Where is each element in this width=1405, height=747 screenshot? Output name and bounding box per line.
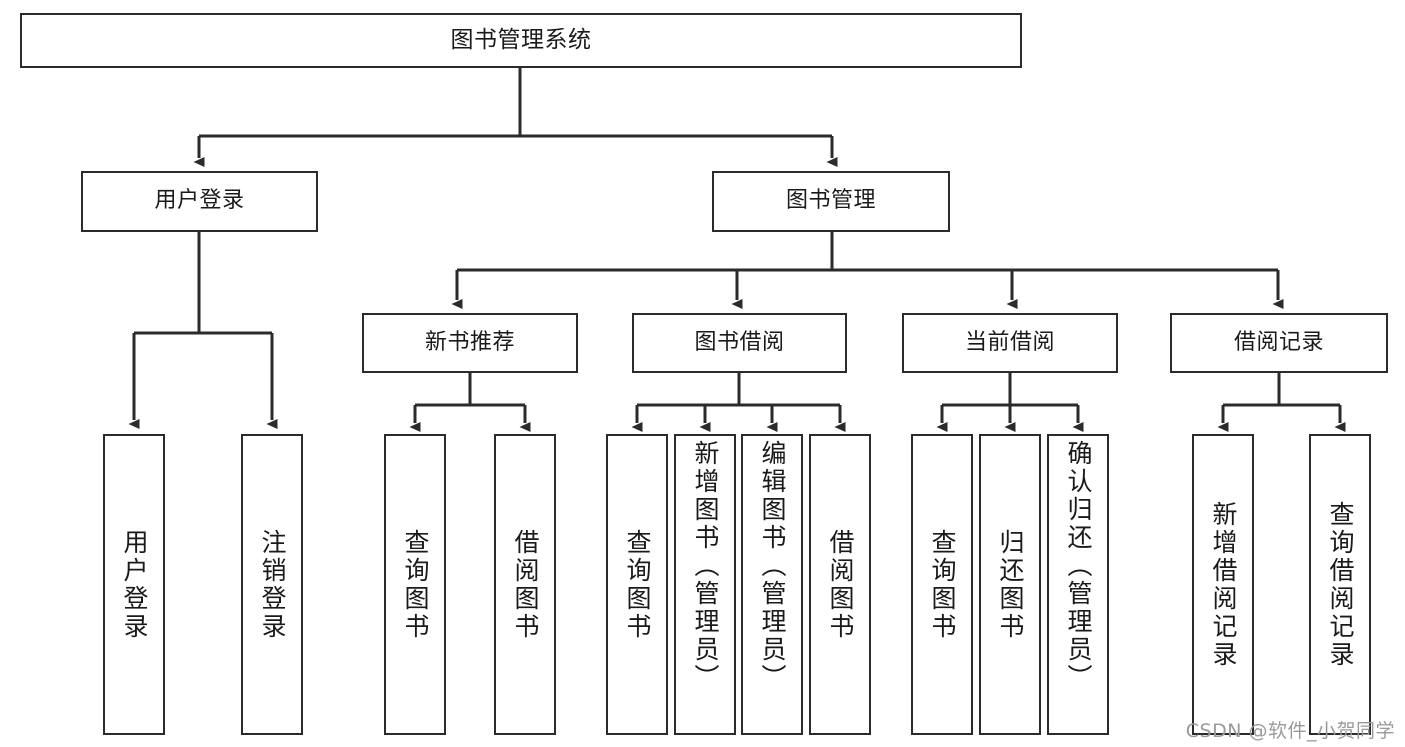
node-label: 查询借阅记录 <box>1326 500 1355 669</box>
node-new-book-recommend[interactable]: 新书推荐 <box>362 313 578 373</box>
node-label: 图书管理 <box>785 188 876 214</box>
node-label: 借阅图书 <box>826 528 855 641</box>
node-book-management[interactable]: 图书管理 <box>712 171 950 232</box>
leaf-confirm-return-admin[interactable]: 确认归还（管理员） <box>1047 434 1109 735</box>
node-label: 借阅记录 <box>1233 329 1324 355</box>
leaf-edit-book-admin[interactable]: 编辑图书（管理员） <box>741 434 803 735</box>
node-label: 新增图书（管理员） <box>691 440 720 692</box>
node-label: 查询图书 <box>401 528 430 641</box>
watermark-text: CSDN @软件_小贺同学 <box>1185 720 1395 742</box>
node-label: 新书推荐 <box>424 329 515 355</box>
leaf-borrow-book[interactable]: 借阅图书 <box>809 434 871 735</box>
node-root-system[interactable]: 图书管理系统 <box>20 13 1022 68</box>
leaf-add-book-admin[interactable]: 新增图书（管理员） <box>674 434 736 735</box>
leaf-query-book-recommend[interactable]: 查询图书 <box>384 434 446 735</box>
node-label: 确认归还（管理员） <box>1064 440 1093 692</box>
node-book-borrow[interactable]: 图书借阅 <box>632 313 847 373</box>
node-current-borrow[interactable]: 当前借阅 <box>902 313 1118 373</box>
leaf-query-book-current[interactable]: 查询图书 <box>911 434 973 735</box>
node-user-login[interactable]: 用户登录 <box>81 171 318 232</box>
node-borrow-record[interactable]: 借阅记录 <box>1170 313 1388 373</box>
node-label: 当前借阅 <box>964 329 1055 355</box>
leaf-query-book-borrow[interactable]: 查询图书 <box>606 434 668 735</box>
node-label: 图书借阅 <box>694 329 785 355</box>
node-label: 新增借阅记录 <box>1209 500 1238 669</box>
node-label: 借阅图书 <box>511 528 540 641</box>
node-label: 注销登录 <box>258 528 287 641</box>
leaf-borrow-book-recommend[interactable]: 借阅图书 <box>494 434 556 735</box>
node-label: 查询图书 <box>928 528 957 641</box>
leaf-user-logout[interactable]: 注销登录 <box>241 434 303 735</box>
node-label: 查询图书 <box>623 528 652 641</box>
leaf-return-book[interactable]: 归还图书 <box>979 434 1041 735</box>
node-label: 编辑图书（管理员） <box>758 440 787 692</box>
leaf-query-borrow-record[interactable]: 查询借阅记录 <box>1309 434 1371 735</box>
leaf-add-borrow-record[interactable]: 新增借阅记录 <box>1192 434 1254 735</box>
node-label: 用户登录 <box>120 528 149 641</box>
node-label: 归还图书 <box>996 528 1025 641</box>
leaf-user-login[interactable]: 用户登录 <box>103 434 165 735</box>
node-label: 用户登录 <box>154 188 245 214</box>
node-label: 图书管理系统 <box>450 26 592 53</box>
